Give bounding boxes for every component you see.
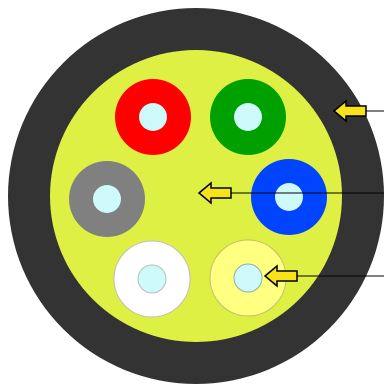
arrow-left-icon <box>197 181 232 205</box>
callout-outer-jacket <box>332 99 384 123</box>
fiber-blue <box>251 159 327 235</box>
callout-filler <box>197 181 384 205</box>
fiber-yellow-core <box>233 263 263 293</box>
fiber-gray <box>69 161 145 237</box>
fiber-yellow <box>209 239 287 317</box>
fiber-red-core <box>139 103 167 131</box>
fiber-white-core <box>137 264 167 294</box>
fiber-red <box>115 79 191 155</box>
arrow-left-icon <box>263 264 298 288</box>
fiber-blue-core <box>275 183 303 211</box>
fiber-green <box>210 79 286 155</box>
fiber-gray-core <box>93 185 121 213</box>
fiber-white <box>113 240 191 318</box>
arrow-left-icon <box>332 99 367 123</box>
callout-fiber-core <box>263 264 384 288</box>
fiber-green-core <box>234 103 262 131</box>
